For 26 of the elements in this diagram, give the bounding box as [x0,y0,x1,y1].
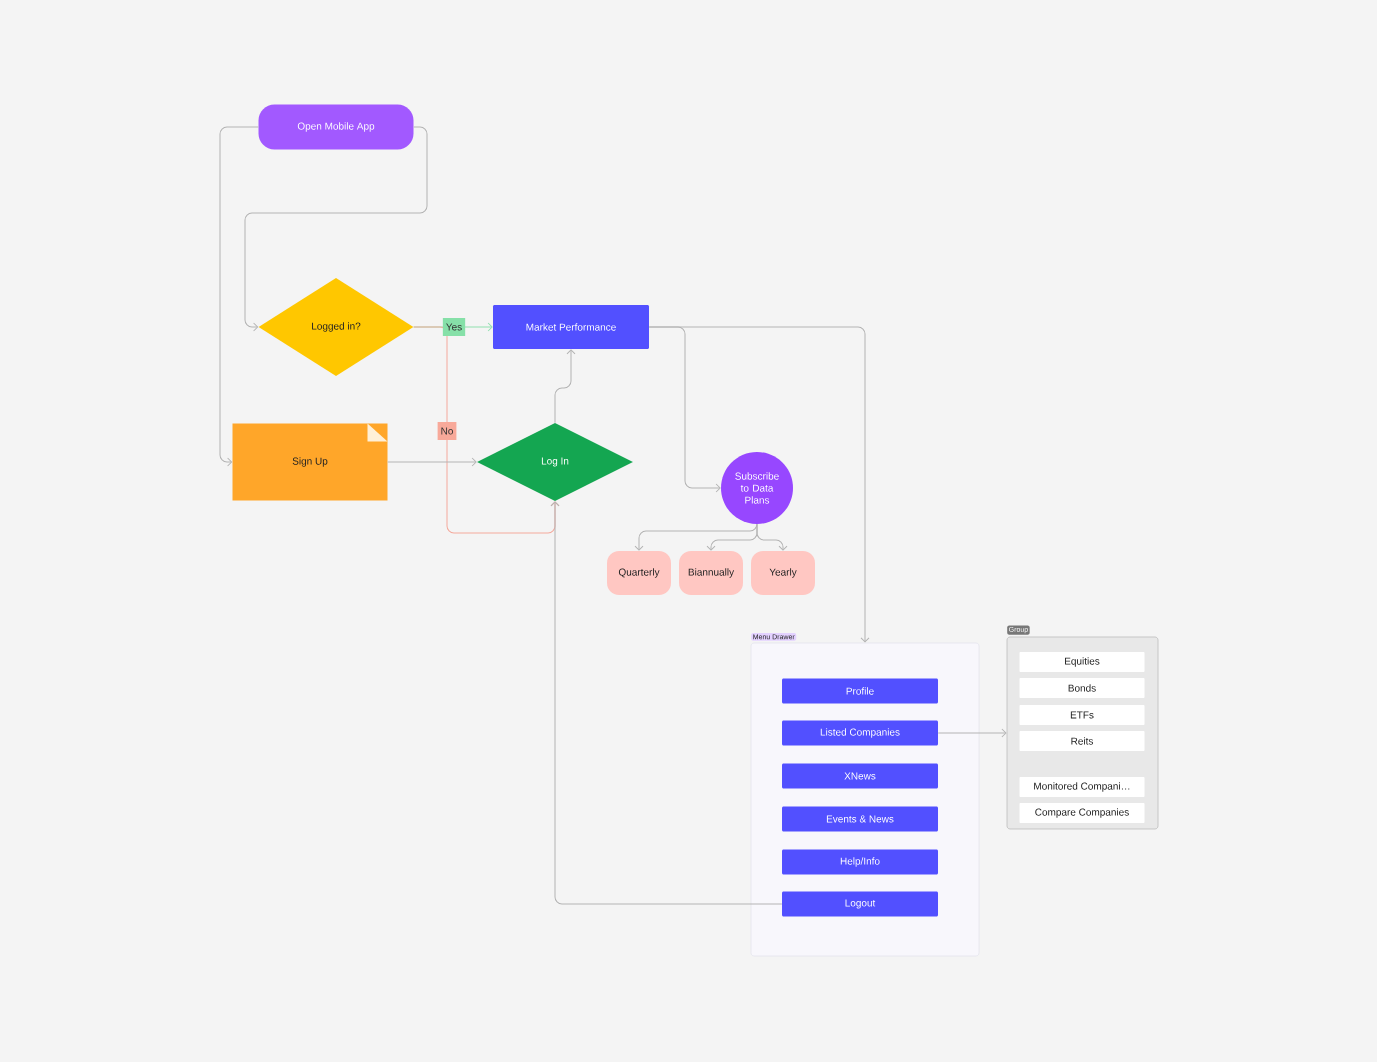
list-item: ETFs [1019,705,1145,725]
arrow [387,457,477,467]
arrow [937,728,1007,738]
arrow [244,126,428,332]
menu-button: Logout [782,891,938,917]
option-pill: Quarterly [607,551,671,595]
list-item: Bonds [1019,678,1145,698]
edge-label: Yes [442,318,466,336]
menu-button: Help/Info [782,849,938,875]
menu-button: Events & News [782,806,938,832]
arrow [554,349,576,424]
arrow [756,523,788,551]
list-item: Equities [1019,652,1145,672]
arrow [648,326,870,643]
menu-button: XNews [782,763,938,789]
menu-button: Listed Companies [782,720,938,746]
list-item: Monitored Compani… [1019,777,1145,797]
menu-button: Profile [782,678,938,704]
list-item: Reits [1019,731,1145,751]
option-pill: Yearly [751,551,815,595]
arrow [550,501,783,905]
arrow [219,126,259,467]
option-pill: Biannually [679,551,743,595]
process-box: Market Performance [493,305,649,349]
start-pill: Open Mobile App [258,104,414,150]
list-item: Compare Companies [1019,803,1145,823]
